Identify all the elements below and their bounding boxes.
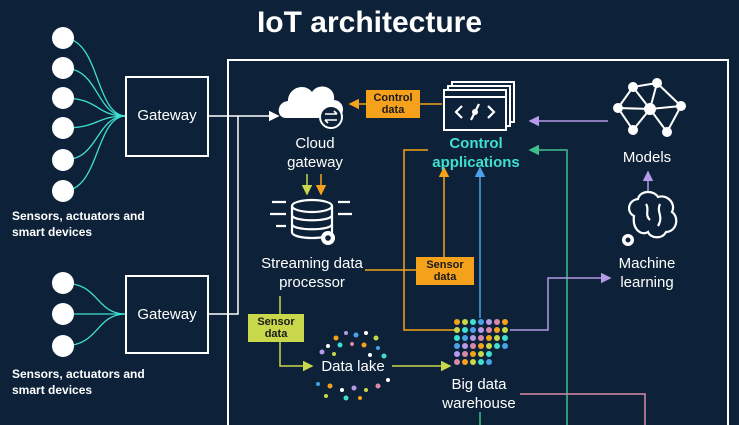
code-windows-icon — [443, 81, 515, 131]
diagram-title: IoT architecture — [256, 6, 483, 39]
sensor-data-right-tag-label: Sensor data — [426, 259, 464, 283]
data-lake-label: Data lake — [321, 358, 385, 375]
warehouse-dot — [470, 351, 476, 357]
warehouse-dot — [454, 319, 460, 325]
warehouse-dot — [470, 343, 476, 349]
warehouse-dot — [502, 327, 508, 333]
warehouse-to-ml-arrow — [510, 272, 612, 331]
warehouse-dot — [502, 343, 508, 349]
cloud-boundary — [227, 59, 729, 425]
warehouse-dot — [486, 351, 492, 357]
streaming-processor-label: Streaming data processor — [261, 255, 363, 291]
warehouse-dot — [494, 343, 500, 349]
tag-sensor-data-left — [248, 314, 304, 342]
warehouse-dot — [502, 319, 508, 325]
device-links-top — [62, 37, 127, 192]
gateway-bottom-to-cloud-arrow — [208, 116, 239, 315]
warehouse-dot — [470, 335, 476, 341]
warehouse-dot — [454, 359, 460, 365]
warehouse-dot — [470, 359, 476, 365]
device-nodes-top — [52, 27, 74, 202]
warehouse-dot — [494, 319, 500, 325]
warehouse-dot — [462, 319, 468, 325]
warehouse-dot — [478, 327, 484, 333]
warehouse-dot — [478, 335, 484, 341]
external-to-control-green — [528, 144, 568, 425]
devices-bottom-label: Sensors, actuators and smart devices — [12, 367, 145, 397]
warehouse-out-line — [520, 393, 646, 425]
warehouse-dot — [478, 359, 484, 365]
warehouse-dot — [470, 327, 476, 333]
warehouse-dot — [462, 335, 468, 341]
gateway-top-label: Gateway — [137, 107, 197, 124]
warehouse-dot — [486, 359, 492, 365]
warehouse-dot — [486, 343, 492, 349]
control-data-tag-label: Control data — [373, 92, 413, 116]
big-data-warehouse-label: Big data warehouse — [442, 376, 516, 412]
warehouse-dot — [494, 335, 500, 341]
warehouse-dot — [494, 327, 500, 333]
warehouse-to-control-orange — [403, 149, 456, 331]
warehouse-dot — [478, 343, 484, 349]
dot-grid-icon — [454, 319, 508, 365]
warehouse-dot — [454, 335, 460, 341]
warehouse-dot — [478, 351, 484, 357]
warehouse-dot — [454, 351, 460, 357]
neural-network-icon — [613, 78, 686, 137]
cloud-sync-icon — [278, 86, 343, 129]
warehouse-dot — [478, 319, 484, 325]
device-nodes-bottom — [52, 272, 74, 357]
warehouse-dot — [462, 351, 468, 357]
devices-top-label: Sensors, actuators and smart devices — [12, 209, 145, 239]
warehouse-dot — [486, 327, 492, 333]
control-applications-label: Control applications — [432, 135, 520, 171]
sensor-data-left-tag-label: Sensor data — [257, 316, 295, 340]
tag-control-data — [366, 90, 420, 118]
warehouse-dot — [486, 319, 492, 325]
warehouse-dot — [486, 335, 492, 341]
warehouse-dot — [470, 319, 476, 325]
dot-cloud-icon — [316, 331, 390, 401]
warehouse-dot — [462, 327, 468, 333]
warehouse-dot — [454, 343, 460, 349]
warehouse-dot — [462, 359, 468, 365]
warehouse-dot — [502, 335, 508, 341]
brain-gear-icon — [622, 190, 678, 246]
warehouse-dot — [454, 327, 460, 333]
database-gear-icon — [270, 198, 352, 245]
cloud-gateway-label: Cloud gateway — [287, 135, 343, 171]
machine-learning-label: Machine learning — [618, 255, 676, 291]
gateway-bottom-label: Gateway — [137, 306, 197, 323]
models-label: Models — [622, 149, 672, 166]
warehouse-dot — [462, 343, 468, 349]
tag-sensor-data-right — [416, 257, 474, 285]
